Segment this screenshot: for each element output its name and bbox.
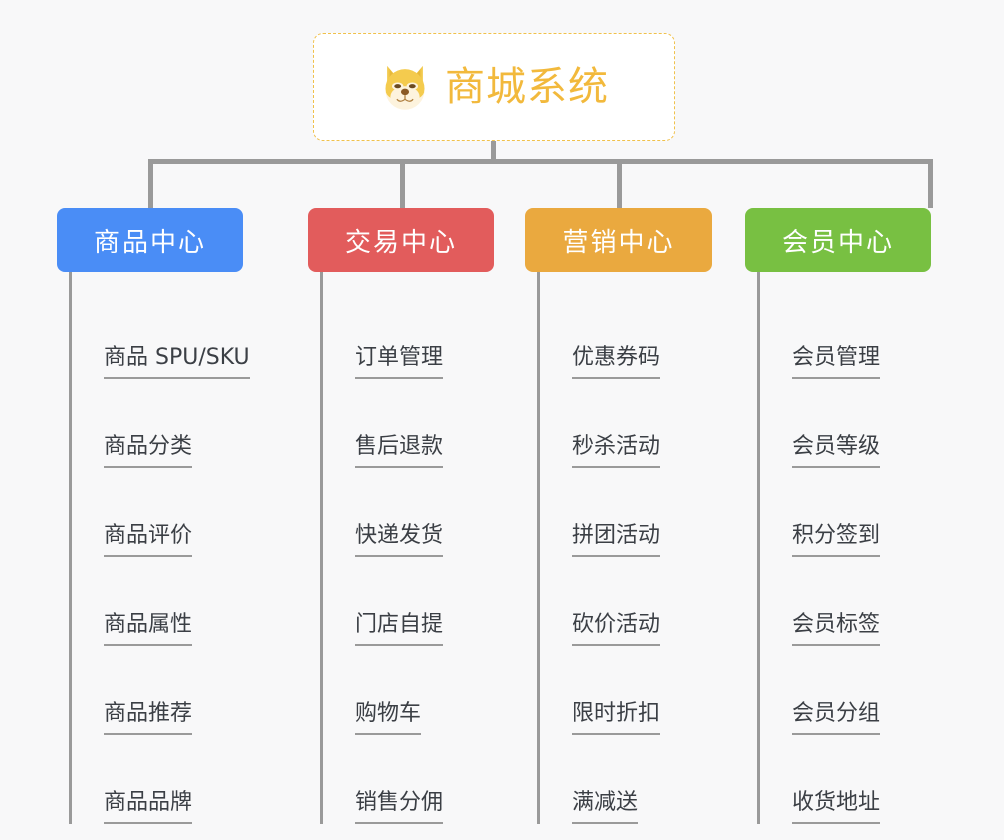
category-header-product-center[interactable]: 商品中心: [57, 208, 243, 272]
leaf-label: 会员标签: [792, 612, 881, 646]
leaf-item[interactable]: 商品分类: [72, 379, 257, 468]
connector-drop-1: [148, 159, 153, 208]
leaf-label: 会员管理: [792, 345, 881, 379]
leaf-item[interactable]: 会员标签: [760, 557, 935, 646]
branch-trade-center: 交易中心 订单管理 售后退款 快递发货 门店自提 购物车 销售分佣: [308, 208, 498, 824]
leaf-item[interactable]: 优惠券码: [540, 290, 715, 379]
leaf-label: 商品 SPU/SKU: [104, 345, 250, 379]
leaf-item[interactable]: 商品评价: [72, 468, 257, 557]
leaf-label: 售后退款: [355, 434, 444, 468]
leaf-label: 会员等级: [792, 434, 881, 468]
branch-product-center: 商品中心 商品 SPU/SKU 商品分类 商品评价 商品属性 商品推荐 商品品牌: [57, 208, 257, 824]
leaf-label: 商品分类: [104, 434, 193, 468]
leaf-item[interactable]: 满减送: [540, 735, 715, 824]
connector-drop-2: [400, 159, 405, 208]
connector-drop-3: [617, 159, 622, 208]
shiba-dog-icon: [385, 65, 425, 110]
leaf-label: 优惠券码: [572, 345, 661, 379]
connector-horizontal-bus: [148, 159, 933, 164]
leaf-item[interactable]: 销售分佣: [323, 735, 498, 824]
leaf-label: 收货地址: [792, 790, 881, 824]
leaf-label: 订单管理: [355, 345, 444, 379]
leaf-label: 快递发货: [355, 523, 444, 557]
leaf-item[interactable]: 限时折扣: [540, 646, 715, 735]
leaf-item[interactable]: 订单管理: [323, 290, 498, 379]
leaf-list-member-center: 会员管理 会员等级 积分签到 会员标签 会员分组 收货地址: [757, 272, 935, 824]
leaf-item[interactable]: 售后退款: [323, 379, 498, 468]
leaf-item[interactable]: 积分签到: [760, 468, 935, 557]
leaf-item[interactable]: 商品品牌: [72, 735, 257, 824]
leaf-label: 拼团活动: [572, 523, 661, 557]
leaf-item[interactable]: 秒杀活动: [540, 379, 715, 468]
category-header-label: 会员中心: [781, 227, 894, 258]
leaf-label: 商品推荐: [104, 701, 193, 735]
connector-root-stem: [491, 141, 496, 164]
leaf-list-product-center: 商品 SPU/SKU 商品分类 商品评价 商品属性 商品推荐 商品品牌: [69, 272, 257, 824]
root-title: 商城系统: [445, 64, 609, 110]
category-header-member-center[interactable]: 会员中心: [745, 208, 931, 272]
leaf-item[interactable]: 购物车: [323, 646, 498, 735]
category-header-marketing-center[interactable]: 营销中心: [525, 208, 712, 272]
leaf-item[interactable]: 会员管理: [760, 290, 935, 379]
leaf-item[interactable]: 会员等级: [760, 379, 935, 468]
root-node[interactable]: 商城系统: [313, 33, 675, 141]
leaf-item[interactable]: 收货地址: [760, 735, 935, 824]
leaf-label: 积分签到: [792, 523, 881, 557]
leaf-list-marketing-center: 优惠券码 秒杀活动 拼团活动 砍价活动 限时折扣 满减送: [537, 272, 715, 824]
category-header-label: 商品中心: [93, 227, 206, 258]
leaf-item[interactable]: 商品推荐: [72, 646, 257, 735]
leaf-item[interactable]: 会员分组: [760, 646, 935, 735]
leaf-label: 砍价活动: [572, 612, 661, 646]
category-header-label: 交易中心: [344, 227, 457, 258]
leaf-label: 销售分佣: [355, 790, 444, 824]
leaf-label: 满减送: [572, 790, 639, 824]
branch-member-center: 会员中心 会员管理 会员等级 积分签到 会员标签 会员分组 收货地址: [745, 208, 935, 824]
leaf-label: 商品品牌: [104, 790, 193, 824]
leaf-label: 商品评价: [104, 523, 193, 557]
leaf-item[interactable]: 门店自提: [323, 557, 498, 646]
leaf-label: 限时折扣: [572, 701, 661, 735]
leaf-label: 购物车: [355, 701, 422, 735]
leaf-label: 商品属性: [104, 612, 193, 646]
category-header-trade-center[interactable]: 交易中心: [308, 208, 494, 272]
leaf-label: 门店自提: [355, 612, 444, 646]
leaf-item[interactable]: 砍价活动: [540, 557, 715, 646]
connector-drop-4: [928, 159, 933, 208]
branch-marketing-center: 营销中心 优惠券码 秒杀活动 拼团活动 砍价活动 限时折扣 满减送: [525, 208, 715, 824]
leaf-label: 秒杀活动: [572, 434, 661, 468]
leaf-item[interactable]: 拼团活动: [540, 468, 715, 557]
leaf-label: 会员分组: [792, 701, 881, 735]
category-header-label: 营销中心: [562, 227, 675, 258]
leaf-item[interactable]: 商品属性: [72, 557, 257, 646]
leaf-list-trade-center: 订单管理 售后退款 快递发货 门店自提 购物车 销售分佣: [320, 272, 498, 824]
leaf-item[interactable]: 快递发货: [323, 468, 498, 557]
leaf-item[interactable]: 商品 SPU/SKU: [72, 290, 257, 379]
